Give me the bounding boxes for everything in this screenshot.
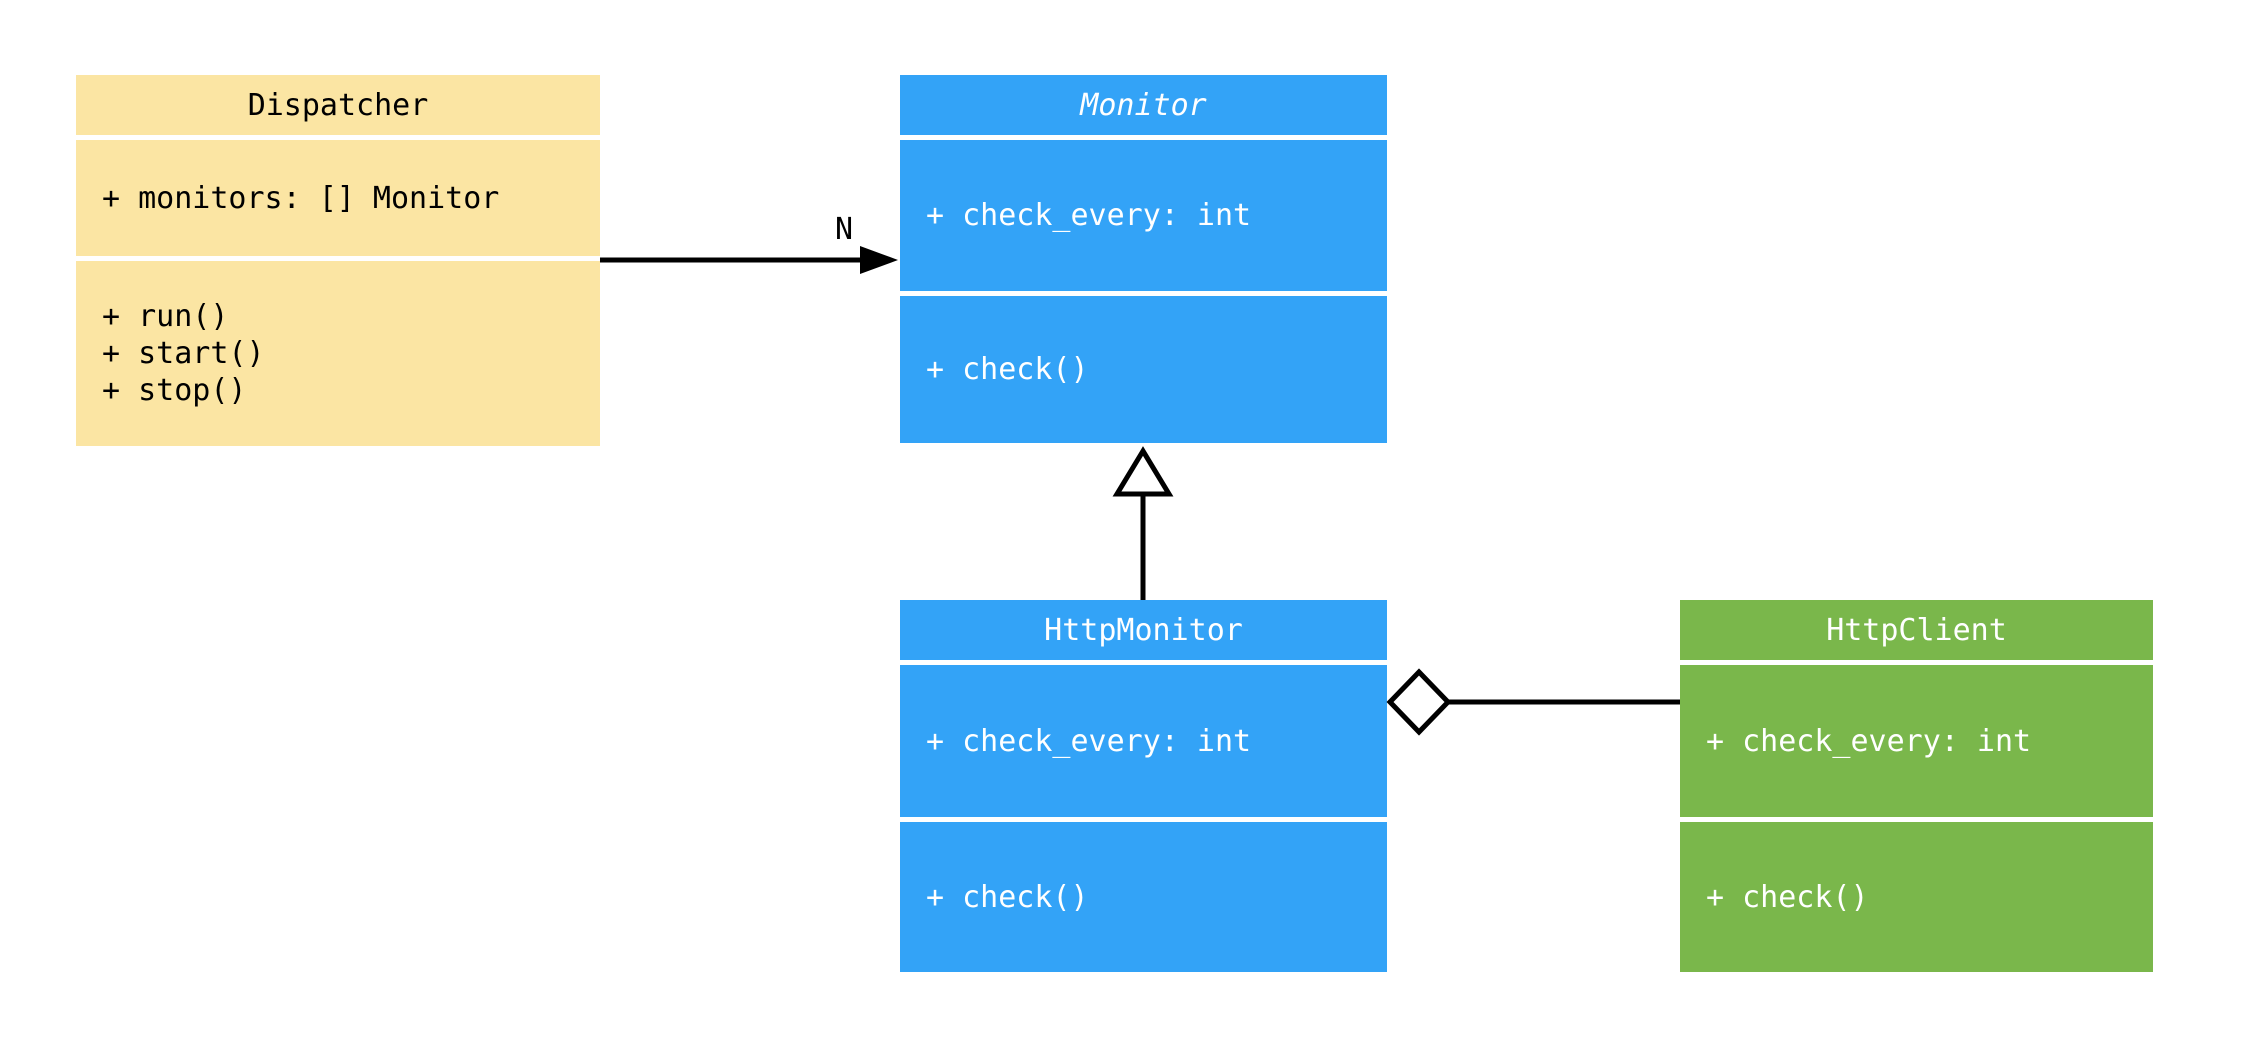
method-item: + check() [926,879,1089,915]
class-methods: + check() [1680,822,2153,972]
method-item: + check() [1706,879,1869,915]
inheritance-httpmonitor-monitor [1112,446,1174,600]
method-item: + start() [102,336,265,371]
class-methods: + check() [900,296,1387,443]
class-monitor: Monitor + check_every: int + check() [900,75,1387,443]
class-methods: + run() + start() + stop() [76,261,600,446]
class-attributes: + check_every: int [900,140,1387,291]
hollow-diamond-icon [1386,668,1452,736]
class-attributes: + check_every: int [1680,665,2153,817]
class-title: Dispatcher [76,75,600,135]
attribute-item: + check_every: int [926,198,1252,233]
attribute-item: + monitors: [] Monitor [102,180,500,216]
class-title: Monitor [900,75,1387,135]
class-attributes: + check_every: int [900,665,1387,817]
aggregation-httpmonitor-httpclient [1386,668,1680,736]
association-multiplicity-label: N [834,212,854,247]
class-dispatcher: Dispatcher + monitors: [] Monitor + run(… [76,75,600,446]
attribute-item: + check_every: int [1706,723,2032,759]
class-attributes: + monitors: [] Monitor [76,140,600,256]
method-item: + check() [926,352,1089,387]
class-methods: + check() [900,822,1387,972]
attribute-item: + check_every: int [926,723,1252,759]
filled-arrowhead-icon [860,246,898,274]
class-title: HttpClient [1680,600,2153,660]
association-dispatcher-monitor [600,246,898,274]
class-title: HttpMonitor [900,600,1387,660]
class-httpclient: HttpClient + check_every: int + check() [1680,600,2153,972]
hollow-triangle-icon [1112,446,1174,497]
method-item: + run() [102,299,229,334]
method-item: + stop() [102,373,247,408]
class-httpmonitor: HttpMonitor + check_every: int + check() [900,600,1387,972]
